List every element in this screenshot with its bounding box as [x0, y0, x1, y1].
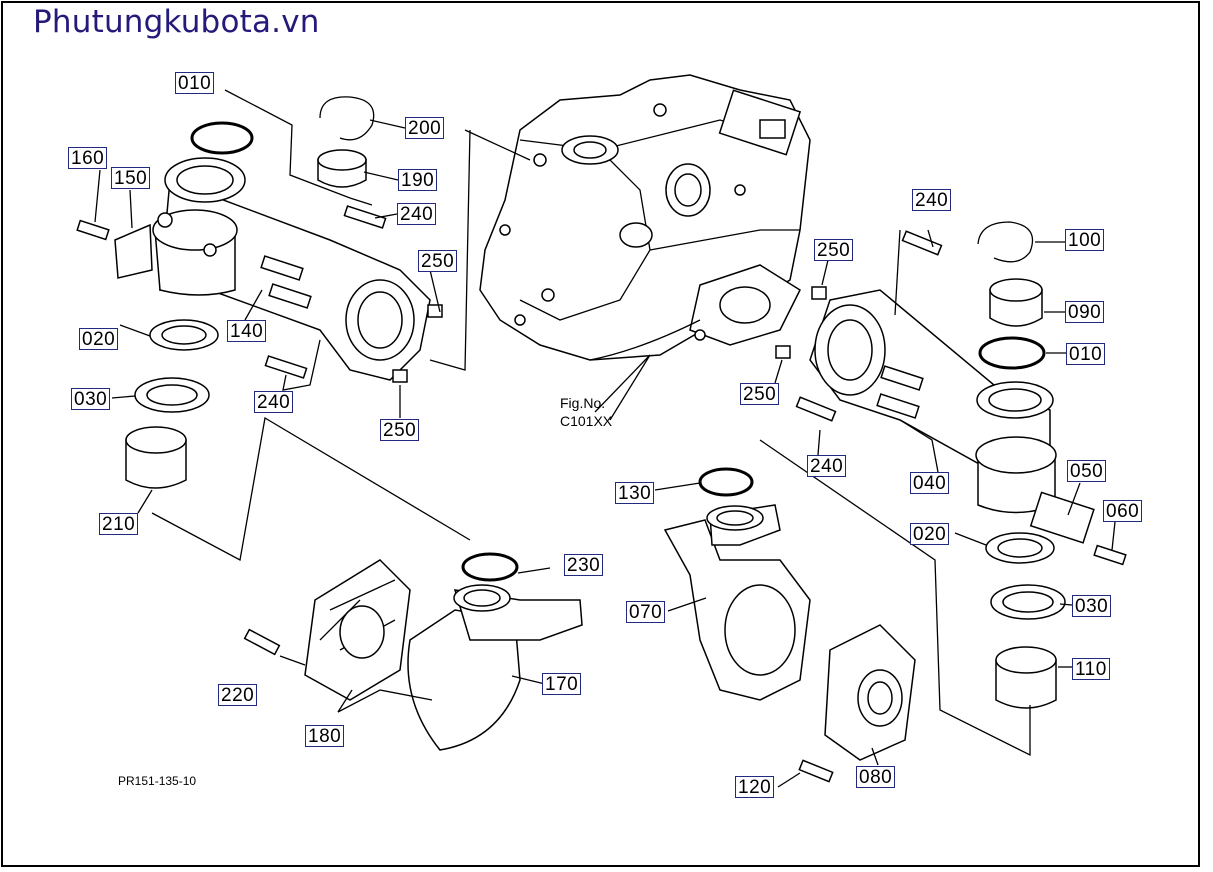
part-label-050[interactable]: 050: [1067, 460, 1107, 482]
part-label-130[interactable]: 130: [615, 482, 655, 504]
part-label-030[interactable]: 030: [1072, 595, 1112, 617]
part-label-250[interactable]: 250: [380, 419, 420, 441]
lower-left-gearcase-drawing: [304, 559, 583, 751]
part-label-150[interactable]: 150: [111, 167, 151, 189]
snap-ring-200: [319, 96, 375, 141]
transmission-case-drawing: [479, 74, 811, 421]
o-ring-130: [698, 467, 754, 497]
part-label-070[interactable]: 070: [626, 601, 666, 623]
part-label-250[interactable]: 250: [814, 239, 854, 261]
part-label-170[interactable]: 170: [542, 673, 582, 695]
lower-right-gearcase-drawing: [663, 504, 916, 761]
o-ring-230: [461, 552, 519, 582]
part-label-020[interactable]: 020: [79, 328, 119, 350]
part-label-220[interactable]: 220: [218, 684, 258, 706]
part-label-240[interactable]: 240: [397, 203, 437, 225]
part-label-020[interactable]: 020: [910, 523, 950, 545]
part-label-180[interactable]: 180: [305, 725, 345, 747]
part-label-060[interactable]: 060: [1103, 500, 1143, 522]
part-label-210[interactable]: 210: [99, 513, 139, 535]
left-axle-housing-drawing: [152, 157, 431, 381]
right-axle-housing-drawing: [809, 289, 1095, 544]
part-label-250[interactable]: 250: [740, 383, 780, 405]
part-label-100[interactable]: 100: [1065, 229, 1105, 251]
part-label-010[interactable]: 010: [1066, 343, 1106, 365]
part-label-040[interactable]: 040: [910, 472, 950, 494]
o-ring-010-right: [978, 336, 1046, 370]
part-label-010[interactable]: 010: [175, 72, 215, 94]
watermark-text: Phutungkubota.vn: [33, 4, 320, 40]
figure-ref-line2: C101XX: [560, 413, 613, 429]
part-label-090[interactable]: 090: [1065, 301, 1105, 323]
part-label-240[interactable]: 240: [912, 189, 952, 211]
part-label-120[interactable]: 120: [735, 776, 775, 798]
leader-lines: [94, 89, 1116, 788]
part-label-160[interactable]: 160: [68, 147, 108, 169]
part-label-030[interactable]: 030: [71, 388, 111, 410]
snap-ring-100: [977, 221, 1034, 263]
bolts-drawing: [76, 205, 1127, 783]
part-label-080[interactable]: 080: [856, 766, 896, 788]
drawing-code: PR151-135-10: [118, 774, 197, 788]
part-label-190[interactable]: 190: [398, 169, 438, 191]
part-label-140[interactable]: 140: [227, 320, 267, 342]
plate-150: [114, 223, 153, 279]
part-label-110[interactable]: 110: [1072, 658, 1110, 680]
part-label-250[interactable]: 250: [418, 250, 458, 272]
part-label-240[interactable]: 240: [254, 391, 294, 413]
part-label-230[interactable]: 230: [564, 554, 604, 576]
part-label-240[interactable]: 240: [807, 455, 847, 477]
o-ring-010-left: [190, 121, 254, 155]
figure-ref-line1: Fig.No.: [560, 395, 606, 411]
part-label-200[interactable]: 200: [405, 117, 445, 139]
